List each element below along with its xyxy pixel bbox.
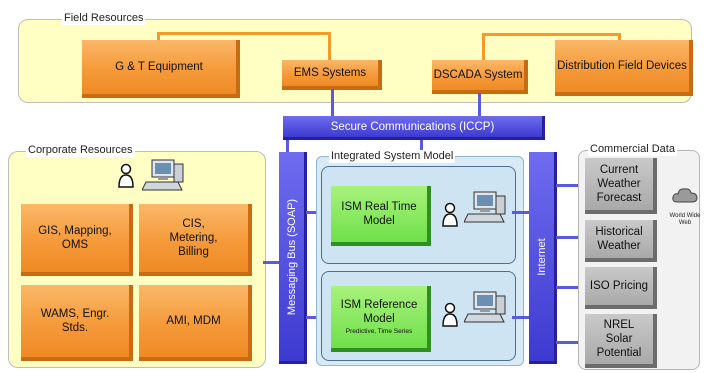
distribution-field-devices-box[interactable]: Distribution Field Devices xyxy=(555,40,693,96)
realtime-to-internet-line xyxy=(512,211,532,214)
ami-mdm-box[interactable]: AMI, MDM xyxy=(139,285,252,361)
field-connector xyxy=(157,32,329,35)
ism-reference-label: ISM Reference Model xyxy=(340,299,418,325)
field-resources-label: Field Resources xyxy=(62,12,146,25)
field-connector xyxy=(328,32,331,62)
internet-to-forecast-line xyxy=(556,184,586,187)
corporate-resources-label: Corporate Resources xyxy=(26,144,135,157)
ism-realtime-label: ISM Real Time Model xyxy=(341,201,417,227)
field-connector xyxy=(482,33,485,61)
cis-metering-billing-box[interactable]: CIS, Metering, Billing xyxy=(139,204,252,276)
soap-bus-label: Messaging Bus (SOAP) xyxy=(285,198,298,315)
historical-weather-box[interactable]: Historical Weather xyxy=(585,220,657,262)
field-connector xyxy=(157,32,160,42)
internet-to-historical-line xyxy=(556,236,586,239)
computer-icon xyxy=(142,159,184,191)
current-weather-forecast-box[interactable]: Current Weather Forecast xyxy=(585,158,657,214)
soap-to-reference-line xyxy=(306,316,318,319)
gt-equipment-box[interactable]: G & T Equipment xyxy=(82,40,240,98)
internet-bus: Internet xyxy=(529,152,557,364)
ism-realtime-model-box[interactable]: ISM Real Time Model xyxy=(331,186,431,246)
cloud-icon xyxy=(672,188,698,203)
internet-bus-label: Internet xyxy=(535,237,548,276)
ism-label: Integrated System Model xyxy=(329,150,456,163)
field-connector xyxy=(482,33,620,36)
computer-icon xyxy=(464,191,506,223)
soap-to-iccp-line xyxy=(286,132,289,154)
computer-icon xyxy=(464,291,506,323)
internet-to-iso-line xyxy=(556,286,586,289)
internet-to-nrel-line xyxy=(556,341,586,344)
ems-systems-box[interactable]: EMS Systems xyxy=(282,60,382,90)
wams-engr-stds-box[interactable]: WAMS, Engr. Stds. xyxy=(21,285,133,361)
soap-to-realtime-line xyxy=(306,211,318,214)
user-icon xyxy=(442,302,458,327)
world-wide-web-label: World Wide Web xyxy=(669,213,701,226)
user-icon xyxy=(442,202,458,227)
ism-reference-model-box[interactable]: ISM Reference Model Predictive, Time Ser… xyxy=(331,286,431,352)
dscada-to-iccp-line xyxy=(478,93,481,119)
nrel-solar-potential-box[interactable]: NREL Solar Potential xyxy=(585,314,657,368)
user-icon xyxy=(118,163,134,188)
commercial-data-label: Commercial Data xyxy=(588,143,677,156)
iccp-to-ism-line xyxy=(420,138,423,154)
field-connector xyxy=(618,33,621,43)
iso-pricing-box[interactable]: ISO Pricing xyxy=(585,267,657,309)
dscada-system-box[interactable]: DSCADA System xyxy=(432,60,528,94)
gis-mapping-oms-box[interactable]: GIS, Mapping, OMS xyxy=(21,204,133,276)
corporate-to-soap-line xyxy=(263,261,283,264)
ems-to-iccp-line xyxy=(331,89,334,119)
iccp-bus-label: Secure Communications (ICCP) xyxy=(330,120,495,133)
soap-messaging-bus: Messaging Bus (SOAP) xyxy=(279,152,307,364)
iccp-bus-bar: Secure Communications (ICCP) xyxy=(283,116,545,140)
ism-reference-sublabel: Predictive, Time Series xyxy=(345,328,413,335)
reference-to-internet-line xyxy=(512,316,532,319)
